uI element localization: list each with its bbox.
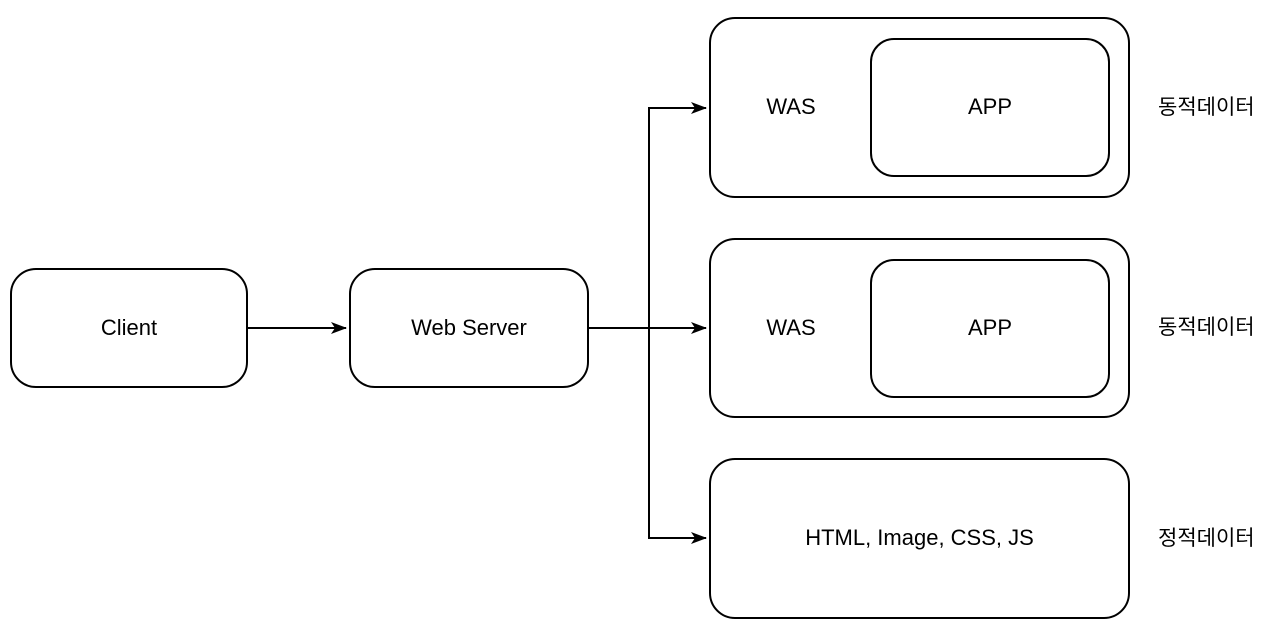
dynamic-data-annotation-middle: 동적데이터 [1158, 316, 1255, 339]
web-server-node-label: Web Server [411, 314, 527, 340]
was-node-top-label: WAS [766, 94, 816, 120]
static-files-node: HTML, Image, CSS, JS [709, 458, 1130, 619]
was-node-middle-label: WAS [766, 314, 816, 340]
app-node-top: APP [870, 38, 1110, 177]
connector-web-server-to-was-top [648, 102, 707, 328]
was-node-middle: WAS APP [709, 238, 1130, 418]
connector-web-server-to-static-files [648, 328, 707, 544]
client-node-label: Client [100, 314, 158, 340]
app-node-top-label: APP [967, 94, 1013, 120]
dynamic-data-annotation-top: 동적데이터 [1158, 96, 1255, 119]
app-node-middle-label: APP [967, 315, 1013, 341]
static-files-node-label: HTML, Image, CSS, JS [805, 525, 1034, 551]
web-server-node: Web Server [349, 268, 589, 388]
app-node-middle: APP [870, 259, 1110, 398]
client-node: Client [10, 268, 248, 388]
static-data-annotation: 정적데이터 [1158, 527, 1255, 550]
was-node-top: WAS APP [709, 17, 1130, 198]
